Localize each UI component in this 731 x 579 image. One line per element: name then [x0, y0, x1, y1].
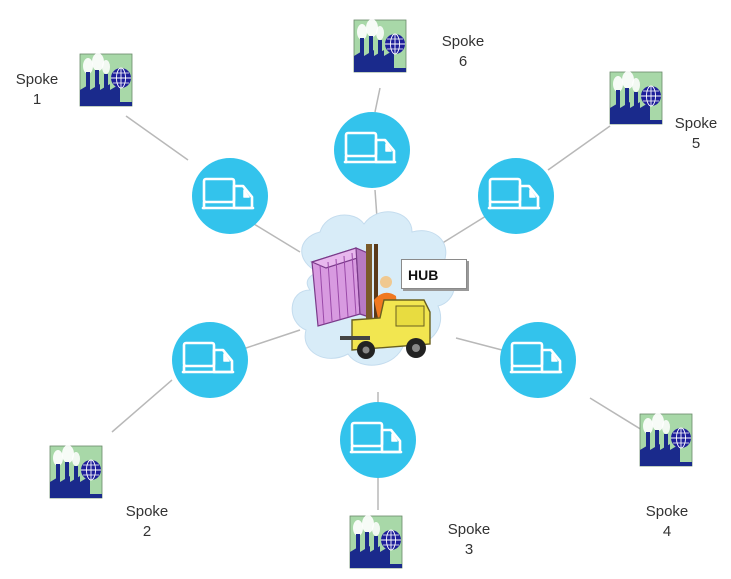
connector-line [589, 397, 643, 431]
spoke-label-6: Spoke 6 [428, 32, 498, 72]
spoke-label-3: Spoke 3 [434, 520, 504, 560]
spoke-5-number: 5 [691, 135, 701, 152]
spoke-6-number: 6 [458, 53, 468, 70]
spoke-label-4: Spoke 4 [632, 502, 702, 542]
truck-icon-4 [498, 320, 578, 400]
factory-icon-4 [639, 412, 693, 467]
factory-icon-3 [349, 514, 403, 569]
truck-icon-2 [170, 320, 250, 400]
factory-icon-5 [609, 70, 663, 125]
factory-icon-2 [49, 444, 103, 499]
spoke-label-5: Spoke 5 [661, 114, 731, 154]
truck-icon-1 [190, 156, 270, 236]
spoke-4-number: 4 [662, 523, 672, 540]
spoke-6-name: Spoke [441, 33, 485, 50]
truck-icon-3 [338, 400, 418, 480]
spoke-5-name: Spoke [674, 115, 718, 132]
connector-line [455, 337, 503, 351]
spoke-3-name: Spoke [447, 521, 491, 538]
truck-icon-5 [476, 156, 556, 236]
connector-line [547, 125, 611, 171]
connector-line [125, 115, 189, 161]
forklift-container-icon [310, 244, 431, 359]
spoke-1-number: 1 [32, 91, 42, 108]
spoke-2-number: 2 [142, 523, 152, 540]
spoke-1-name: Spoke [15, 71, 59, 88]
factory-icon-1 [79, 52, 133, 107]
connector-line [374, 87, 381, 113]
spoke-label-1: Spoke 1 [2, 70, 72, 110]
spoke-label-2: Spoke 2 [112, 502, 182, 542]
hub-label: HUB [401, 259, 467, 289]
factory-icon-6 [353, 18, 407, 73]
spoke-3-number: 3 [464, 541, 474, 558]
spoke-2-name: Spoke [125, 503, 169, 520]
connector-line [239, 329, 301, 351]
spoke-4-name: Spoke [645, 503, 689, 520]
connector-line [253, 223, 301, 253]
connector-line [111, 379, 173, 433]
connector-lines [111, 87, 643, 510]
truck-icon-6 [332, 110, 412, 190]
